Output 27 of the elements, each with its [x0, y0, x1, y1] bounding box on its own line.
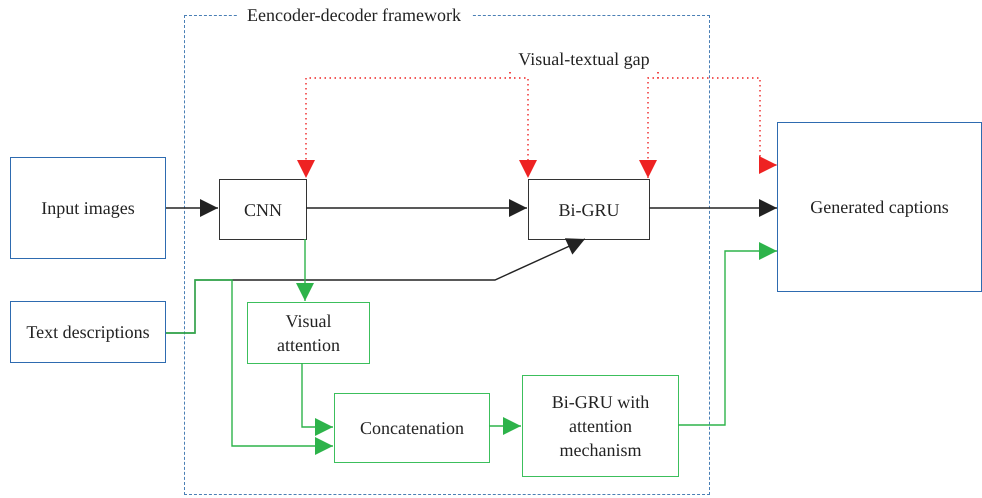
box-label: Generated captions [809, 196, 950, 219]
arrow [649, 199, 777, 217]
box-label: Input images [40, 197, 136, 220]
dotted-arrow [657, 72, 777, 174]
arrow [296, 239, 314, 301]
arrow [301, 363, 333, 436]
arrow [306, 199, 527, 217]
process-box [528, 179, 650, 240]
arrow [166, 279, 333, 455]
box-label: Visual attention [276, 310, 341, 357]
arrow [166, 199, 218, 217]
box-label: Bi-GRU [557, 198, 620, 222]
attention-box [334, 393, 490, 463]
box-label: Concatenation [359, 417, 465, 440]
io-box [10, 157, 166, 259]
process-box [219, 179, 307, 240]
arrow [678, 242, 777, 426]
box-label: Text descriptions [25, 321, 151, 344]
arrow [489, 417, 521, 435]
io-box [777, 122, 982, 292]
dotted-arrow [509, 72, 537, 178]
attention-box [247, 302, 370, 364]
box-label: CNN [242, 198, 283, 222]
box-label: Bi-GRU with attention mechanism [550, 391, 650, 462]
attention-box [522, 375, 679, 477]
io-box [10, 301, 166, 363]
box-label: Visual-textual gap [517, 48, 651, 71]
